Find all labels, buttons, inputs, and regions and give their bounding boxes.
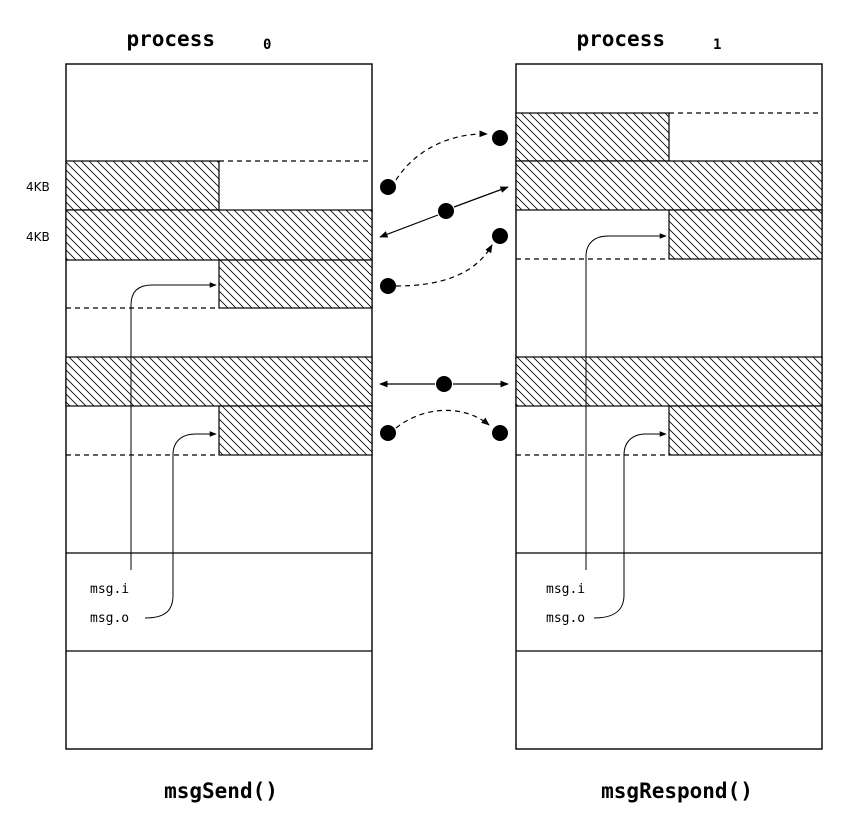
shared-mapping-arrow (453, 186, 509, 208)
process1-msg-o-label: msg.o (546, 611, 585, 626)
process0-title: process (126, 27, 215, 51)
process1-address-space (515, 63, 823, 750)
process0-page-half-3 (218, 405, 373, 456)
shared-mapping-node (438, 203, 454, 219)
process0-page-half-2 (218, 259, 373, 309)
process1-function-label: msgRespond() (601, 779, 753, 803)
process1-page-half-2 (668, 209, 823, 260)
copy-target-node (492, 130, 508, 146)
copy-source-node (380, 425, 396, 441)
process1-page-half-3 (668, 405, 823, 456)
process0-page-full-1 (65, 209, 373, 261)
copy-mapping-arrow (395, 130, 488, 181)
process1-page-full-2 (515, 356, 823, 407)
process0-page-full-2 (65, 356, 373, 407)
page-size-label: 4KB (26, 180, 50, 194)
shared-mapping-node (436, 376, 452, 392)
process0-msg-i-label: msg.i (90, 582, 129, 597)
process0-function-label: msgSend() (164, 779, 278, 803)
process1-msg-i-pointer (585, 233, 667, 570)
process0-msg-i-pointer (130, 282, 217, 570)
process1-msg-i-label: msg.i (546, 582, 585, 597)
page-size-label: 4KB (26, 230, 50, 244)
process1-subscript: 1 (713, 37, 721, 53)
copy-mapping-arrow (395, 409, 490, 429)
process1-page-half-1 (515, 112, 670, 162)
shared-mapping-arrow (379, 214, 439, 238)
process0-address-space (65, 63, 373, 750)
process0-msg-o-pointer (144, 431, 217, 619)
process1-msg-o-pointer (593, 431, 667, 619)
copy-source-node (380, 179, 396, 195)
copy-target-node (492, 425, 508, 441)
process1-title: process (576, 27, 665, 51)
copy-target-node (492, 228, 508, 244)
process0-msg-o-label: msg.o (90, 611, 129, 626)
copy-mapping-arrow (395, 244, 493, 287)
copy-source-node (380, 278, 396, 294)
process0-subscript: 0 (263, 37, 271, 53)
process1-page-full-1 (515, 160, 823, 211)
process0-page-half-1 (65, 160, 220, 211)
